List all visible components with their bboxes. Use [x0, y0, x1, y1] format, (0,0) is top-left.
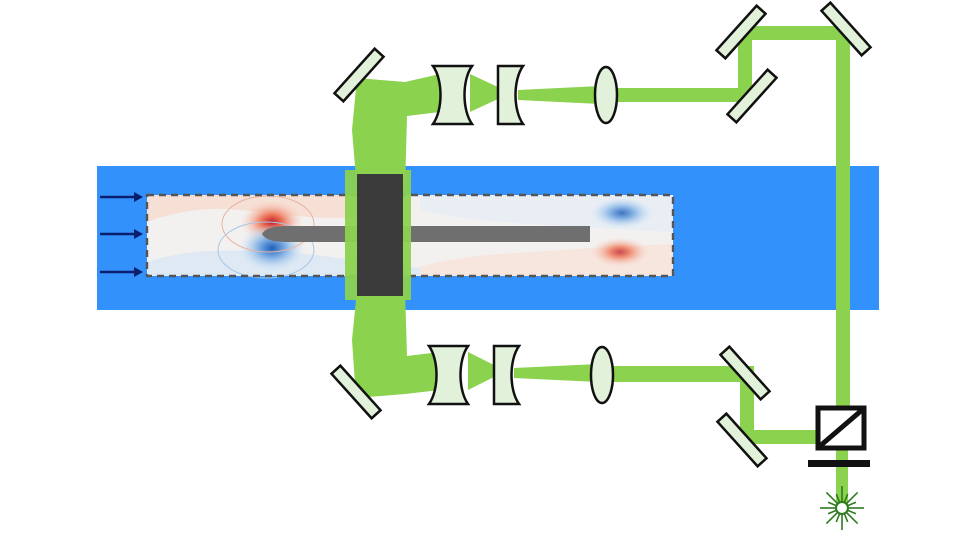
beam-splitter-cube-icon [808, 405, 870, 467]
lens-icon [593, 65, 619, 125]
lower-light-sheet [352, 290, 440, 398]
laser-ray [835, 513, 841, 523]
laser-core [835, 501, 849, 515]
flow-arrows-group [100, 192, 143, 277]
arrow-right-icon [100, 267, 143, 277]
upper-horizontal-beam [612, 88, 744, 102]
mirror-plate-icon [718, 344, 772, 402]
lower-horizontal-beam [610, 366, 746, 382]
right-vertical-beam [836, 30, 850, 410]
wake-red-vortex [590, 237, 650, 267]
upper-light-sheet [352, 74, 440, 190]
mirror-plate-icon [819, 0, 873, 58]
laser-ray [847, 501, 857, 507]
arrow-right-icon [100, 229, 143, 239]
mirrors-group [329, 0, 873, 469]
lower-periscope-horizontal [740, 430, 820, 444]
upper-periscope-horizontal [738, 26, 850, 40]
laser-ray [827, 501, 837, 507]
mirror-plate-icon [329, 363, 383, 421]
laser-ray [843, 513, 849, 523]
laser-ray [843, 493, 849, 503]
lower-beam-cone [514, 364, 598, 382]
laser-ray [845, 491, 859, 505]
hydrofoil-rod [262, 226, 590, 242]
laser-output-beam [836, 444, 848, 504]
lens-icon [496, 64, 526, 126]
laser-ray [847, 509, 857, 515]
mirror-plate-icon [714, 3, 768, 61]
laser-ray [845, 511, 859, 525]
upper-periscope-vertical [738, 26, 752, 102]
vortex-blue-ring [217, 221, 315, 279]
mirror-plate-icon [725, 67, 779, 125]
lens-icon [589, 345, 615, 405]
lower-beam-expander [468, 352, 496, 390]
mirror-plate-icon [715, 411, 769, 469]
upper-beam-expander [470, 74, 500, 112]
lenses-group [426, 64, 619, 406]
laser-ray [827, 509, 837, 515]
wake-blue-vortex [590, 197, 654, 229]
laser-ray [825, 491, 839, 505]
camera-block [357, 174, 403, 296]
upper-beam-cone [518, 86, 600, 104]
laser-burst-icon [820, 486, 864, 530]
laser-ray [825, 511, 839, 525]
lens-icon [430, 64, 475, 126]
arrow-right-icon [100, 192, 143, 202]
lens-icon [426, 344, 471, 406]
lens-icon [492, 344, 522, 406]
mirror-plate-icon [332, 46, 386, 104]
laser-ray [835, 493, 841, 503]
